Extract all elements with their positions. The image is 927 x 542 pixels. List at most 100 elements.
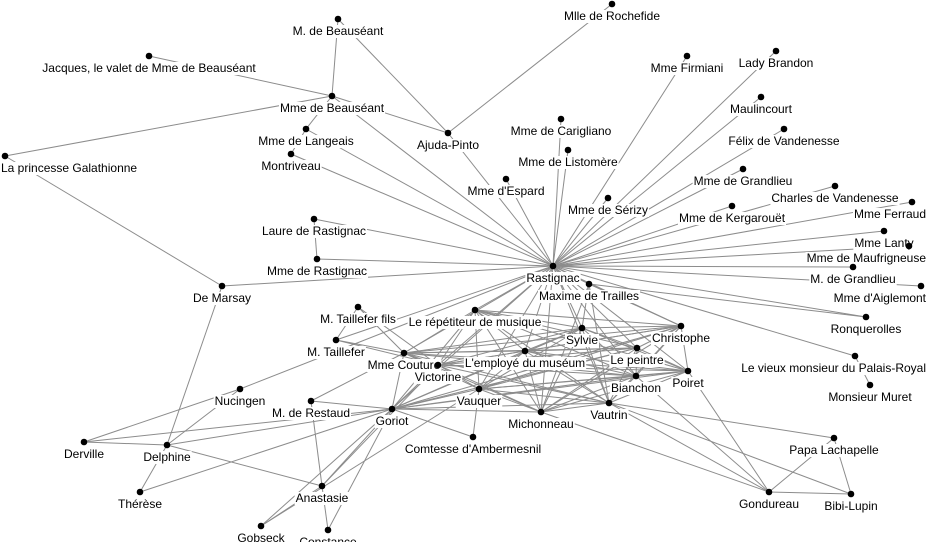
node-label-michonneau[interactable]: Michonneau — [507, 417, 575, 431]
node-label-papa-lachapelle[interactable]: Papa Lachapelle — [788, 443, 880, 457]
node-gondureau[interactable] — [765, 488, 773, 496]
node-label-rastignac[interactable]: Rastignac — [525, 271, 581, 285]
node-label-mme-ferraud[interactable]: Mme Ferraud — [852, 207, 927, 221]
node-constance[interactable] — [324, 526, 332, 534]
node-label-jacques-le-valet-de-mme-de-beauseant[interactable]: Jacques, le valet de Mme de Beauséant — [41, 61, 257, 75]
node-monsieur-muret[interactable] — [866, 381, 874, 389]
node-derville[interactable] — [80, 438, 88, 446]
node-mme-couture[interactable] — [400, 349, 408, 357]
node-label-laure-de-rastignac[interactable]: Laure de Rastignac — [260, 224, 368, 238]
node-victorine[interactable] — [434, 361, 442, 369]
node-label-constance[interactable]: Constance — [298, 535, 358, 542]
node-le-peintre[interactable] — [633, 344, 641, 352]
node-label-goriot[interactable]: Goriot — [374, 414, 410, 428]
node-label-mme-de-rastignac[interactable]: Mme de Rastignac — [265, 264, 369, 278]
node-label-nucingen[interactable]: Nucingen — [213, 394, 267, 408]
node-label-christophe[interactable]: Christophe — [650, 331, 712, 345]
node-mme-d-espard[interactable] — [502, 175, 510, 183]
node-label-mme-de-beauseant[interactable]: Mme de Beauséant — [278, 101, 386, 115]
node-label-anastasie[interactable]: Anastasie — [294, 491, 350, 505]
node-anastasie[interactable] — [318, 482, 326, 490]
node-laure-de-rastignac[interactable] — [310, 215, 318, 223]
node-label-poiret[interactable]: Poiret — [671, 376, 705, 390]
node-label-derville[interactable]: Derville — [62, 447, 106, 461]
node-label-gobseck[interactable]: Gobseck — [236, 531, 286, 542]
node-label-comtesse-d-ambermesnil[interactable]: Comtesse d'Ambermesnil — [403, 442, 543, 456]
node-label-charles-de-vandenesse[interactable]: Charles de Vandenesse — [770, 191, 900, 205]
node-goriot[interactable] — [388, 405, 396, 413]
node-label-mme-de-maufrigneuse[interactable]: Mme de Maufrigneuse — [805, 251, 927, 265]
node-label-maxime-de-trailles[interactable]: Maxime de Trailles — [537, 289, 641, 303]
node-label-lady-brandon[interactable]: Lady Brandon — [737, 56, 815, 70]
node-label-mme-de-kergarouet[interactable]: Mme de Kergarouët — [677, 211, 787, 225]
node-maulincourt[interactable] — [757, 93, 765, 101]
node-mme-de-listomere[interactable] — [564, 146, 572, 154]
node-de-marsay[interactable] — [218, 282, 226, 290]
node-label-sylvie[interactable]: Sylvie — [564, 333, 600, 347]
node-label-monsieur-muret[interactable]: Monsieur Muret — [827, 390, 913, 404]
node-l-employe-du-museum[interactable] — [521, 347, 529, 355]
node-mlle-de-rochefide[interactable] — [608, 0, 616, 8]
node-vauquer[interactable] — [475, 385, 483, 393]
node-label-le-peintre[interactable]: Le peintre — [609, 353, 665, 367]
node-label-mme-de-grandlieu[interactable]: Mme de Grandlieu — [692, 174, 794, 188]
node-sylvie[interactable] — [578, 324, 586, 332]
node-label-m-taillefer[interactable]: M. Taillefer — [306, 345, 366, 359]
node-lady-brandon[interactable] — [772, 47, 780, 55]
node-label-m-de-grandlieu[interactable]: M. de Grandlieu — [809, 272, 897, 286]
node-label-m-de-restaud[interactable]: M. de Restaud — [270, 406, 352, 420]
node-label-mme-couture[interactable]: Mme Couture — [366, 358, 442, 372]
node-vautrin[interactable] — [605, 399, 613, 407]
node-mme-de-carigliano[interactable] — [557, 115, 565, 123]
node-mme-de-serizy[interactable] — [604, 194, 612, 202]
node-ajuda-pinto[interactable] — [444, 129, 452, 137]
node-nucingen[interactable] — [236, 385, 244, 393]
node-label-la-princesse-galathionne[interactable]: La princesse Galathionne — [0, 161, 139, 175]
node-label-mme-lanty[interactable]: Mme Lanty — [853, 236, 915, 250]
node-m-taillefer[interactable] — [332, 336, 340, 344]
node-ronquerolles[interactable] — [862, 313, 870, 321]
node-jacques-le-valet-de-mme-de-beauseant[interactable] — [145, 52, 153, 60]
node-papa-lachapelle[interactable] — [830, 434, 838, 442]
node-label-bibi-lupin[interactable]: Bibi-Lupin — [823, 499, 879, 513]
node-label-l-employe-du-museum[interactable]: L'employé du muséum — [463, 356, 587, 370]
node-label-m-taillefer-fils[interactable]: M. Taillefer fils — [319, 312, 397, 326]
node-label-mme-d-aiglemont[interactable]: Mme d'Aiglemont — [832, 291, 927, 305]
node-la-princesse-galathionne[interactable] — [1, 152, 9, 160]
node-label-montriveau[interactable]: Montriveau — [260, 159, 322, 173]
node-bibi-lupin[interactable] — [847, 490, 855, 498]
node-rastignac[interactable] — [549, 262, 557, 270]
node-label-le-vieux-monsieur-du-palais-royal[interactable]: Le vieux monsieur du Palais-Royal — [740, 361, 927, 375]
node-mme-de-beauseant[interactable] — [328, 92, 336, 100]
node-mme-firmiani[interactable] — [683, 52, 691, 60]
node-comtesse-d-ambermesnil[interactable] — [469, 433, 477, 441]
node-label-le-repetiteur-de-musique[interactable]: Le répétiteur de musique — [407, 315, 543, 329]
node-label-felix-de-vandenesse[interactable]: Félix de Vandenesse — [727, 134, 841, 148]
node-label-de-marsay[interactable]: De Marsay — [191, 291, 253, 305]
node-m-taillefer-fils[interactable] — [354, 303, 362, 311]
node-label-mlle-de-rochefide[interactable]: Mlle de Rochefide — [562, 9, 662, 23]
node-le-repetiteur-de-musique[interactable] — [471, 306, 479, 314]
node-christophe[interactable] — [677, 322, 685, 330]
node-label-vautrin[interactable]: Vautrin — [589, 408, 629, 422]
node-label-ronquerolles[interactable]: Ronquerolles — [829, 322, 903, 336]
node-label-delphine[interactable]: Delphine — [142, 450, 192, 464]
node-mme-de-rastignac[interactable] — [313, 255, 321, 263]
node-mme-lanty[interactable] — [880, 227, 888, 235]
node-m-de-grandlieu[interactable] — [849, 263, 857, 271]
node-label-victorine[interactable]: Victorine — [413, 370, 463, 384]
node-mme-ferraud[interactable] — [908, 198, 916, 206]
node-label-therese[interactable]: Thérèse — [116, 497, 164, 511]
node-mme-d-aiglemont[interactable] — [917, 282, 925, 290]
node-label-maulincourt[interactable]: Maulincourt — [728, 102, 794, 116]
node-felix-de-vandenesse[interactable] — [780, 125, 788, 133]
node-label-mme-d-espard[interactable]: Mme d'Espard — [466, 184, 546, 198]
node-label-vauquer[interactable]: Vauquer — [455, 394, 503, 408]
node-therese[interactable] — [136, 488, 144, 496]
node-label-mme-de-carigliano[interactable]: Mme de Carigliano — [509, 124, 613, 138]
node-label-gondureau[interactable]: Gondureau — [737, 497, 801, 511]
node-bianchon[interactable] — [632, 372, 640, 380]
node-le-vieux-monsieur-du-palais-royal[interactable] — [851, 352, 859, 360]
node-mme-de-kergarouet[interactable] — [728, 202, 736, 210]
node-mme-de-maufrigneuse[interactable] — [905, 242, 913, 250]
